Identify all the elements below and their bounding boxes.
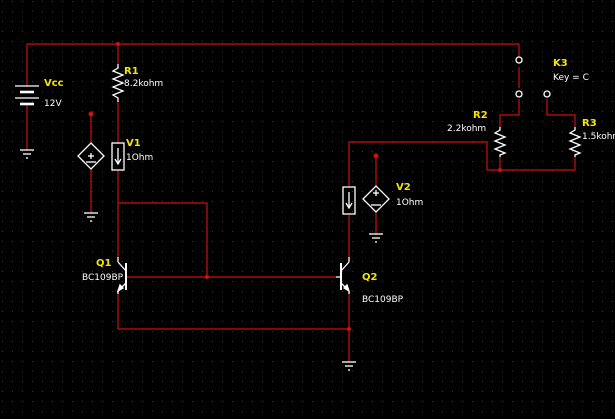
junction-dot [205,275,209,279]
v1-value-label: 1Ohm [126,153,153,163]
vcc-value-label: 12V [44,99,62,109]
r1-value-label: 8.2kohm [124,79,163,89]
ground-icon [20,149,34,159]
q1-value-label: BC109BP [82,273,124,283]
wire-r2-bottom [499,157,576,171]
r3-value-label: 1.5kohm [582,132,615,142]
r2-value-label: 2.2kohm [447,124,486,134]
vcc-ref-label: Vcc [44,78,64,89]
wire-v2-top [348,141,500,186]
battery-icon[interactable] [15,85,39,106]
wire-k3-r2 [499,99,520,127]
r3-ref-label: R3 [582,118,597,129]
resistor-icon[interactable] [111,64,125,102]
junction-dot [498,168,502,172]
ground-icon [84,212,98,222]
wire-k3-r3 [546,99,576,127]
q1-ref-label: Q1 [96,258,112,269]
q2-value-label: BC109BP [362,295,404,305]
k3-ref-label: K3 [553,58,568,69]
v2-sense-element[interactable] [342,186,356,215]
npn-transistor-icon[interactable] [336,257,351,294]
q2-ref-label: Q2 [362,272,378,283]
v1-sense-element[interactable] [111,142,125,171]
current-controlled-voltage-source-icon[interactable] [77,142,105,170]
junction-dots [88,42,502,331]
wire-q1-emitter [117,294,349,330]
ground-icon [369,233,383,243]
v1-ref-label: V1 [126,138,141,149]
resistor-icon[interactable] [568,127,582,157]
npn-transistor-icon[interactable] [116,257,127,294]
junction-dot [116,42,120,46]
junction-dot [347,327,351,331]
current-controlled-voltage-source-icon[interactable] [362,185,390,213]
probe-dot [88,111,94,117]
v2-ref-label: V2 [396,182,411,193]
wire-q1c-q2b [118,202,336,278]
k3-value-label: Key = C [553,73,589,83]
probe-dot [373,153,379,159]
r2-ref-label: R2 [473,110,488,121]
r1-ref-label: R1 [124,66,139,77]
resistor-icon[interactable] [493,127,507,157]
switch-icon[interactable] [515,56,551,98]
v2-value-label: 1Ohm [396,198,423,208]
ground-icon [342,361,356,371]
